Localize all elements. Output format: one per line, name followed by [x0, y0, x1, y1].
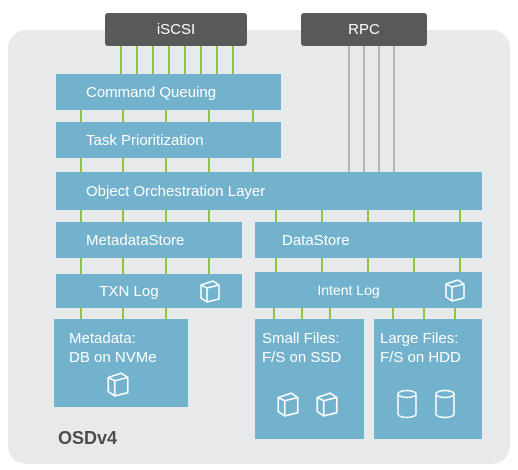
diagram-title: OSDv4	[58, 428, 118, 448]
cube-icon	[445, 279, 465, 302]
small-files-subtitle: F/S on SSD	[262, 349, 342, 366]
txn-log-layer: TXN Log	[56, 274, 242, 308]
intent-log-layer: Intent Log	[255, 272, 482, 308]
task-prioritization-layer: Task Prioritization	[56, 122, 281, 158]
cube-icon	[277, 392, 299, 417]
small-files-box: Small Files: F/S on SSD	[255, 319, 364, 439]
metadata-storage-box: Metadata: DB on NVMe	[54, 319, 188, 407]
rpc-box: RPC	[301, 13, 427, 46]
metadata-storage-title: Metadata:	[69, 330, 136, 347]
metadata-storage-subtitle: DB on NVMe	[69, 349, 157, 366]
data-store-label: DataStore	[282, 231, 350, 249]
cylinder-icon	[435, 389, 455, 419]
small-files-title: Small Files:	[262, 330, 340, 347]
iscsi-box: iSCSI	[105, 13, 247, 46]
intent-log-label: Intent Log	[317, 282, 380, 298]
metadata-store-layer: MetadataStore	[56, 222, 242, 258]
cube-icon	[316, 392, 338, 417]
iscsi-label: iSCSI	[156, 21, 196, 38]
large-files-title: Large Files:	[380, 330, 459, 347]
task-prioritization-label: Task Prioritization	[86, 131, 204, 149]
cube-icon	[107, 372, 129, 397]
large-files-box: Large Files: F/S on HDD	[374, 319, 482, 439]
metadata-store-label: MetadataStore	[86, 231, 185, 249]
object-orchestration-layer: Object Orchestration Layer	[56, 172, 482, 210]
cylinder-icon	[397, 389, 417, 419]
data-store-layer: DataStore	[255, 222, 482, 258]
object-orchestration-label: Object Orchestration Layer	[86, 182, 266, 200]
rpc-label: RPC	[348, 21, 380, 38]
large-files-subtitle: F/S on HDD	[380, 349, 461, 366]
cube-icon	[200, 280, 220, 303]
command-queuing-label: Command Queuing	[86, 83, 217, 101]
txn-log-label: TXN Log	[99, 282, 159, 300]
command-queuing-layer: Command Queuing	[56, 74, 281, 110]
